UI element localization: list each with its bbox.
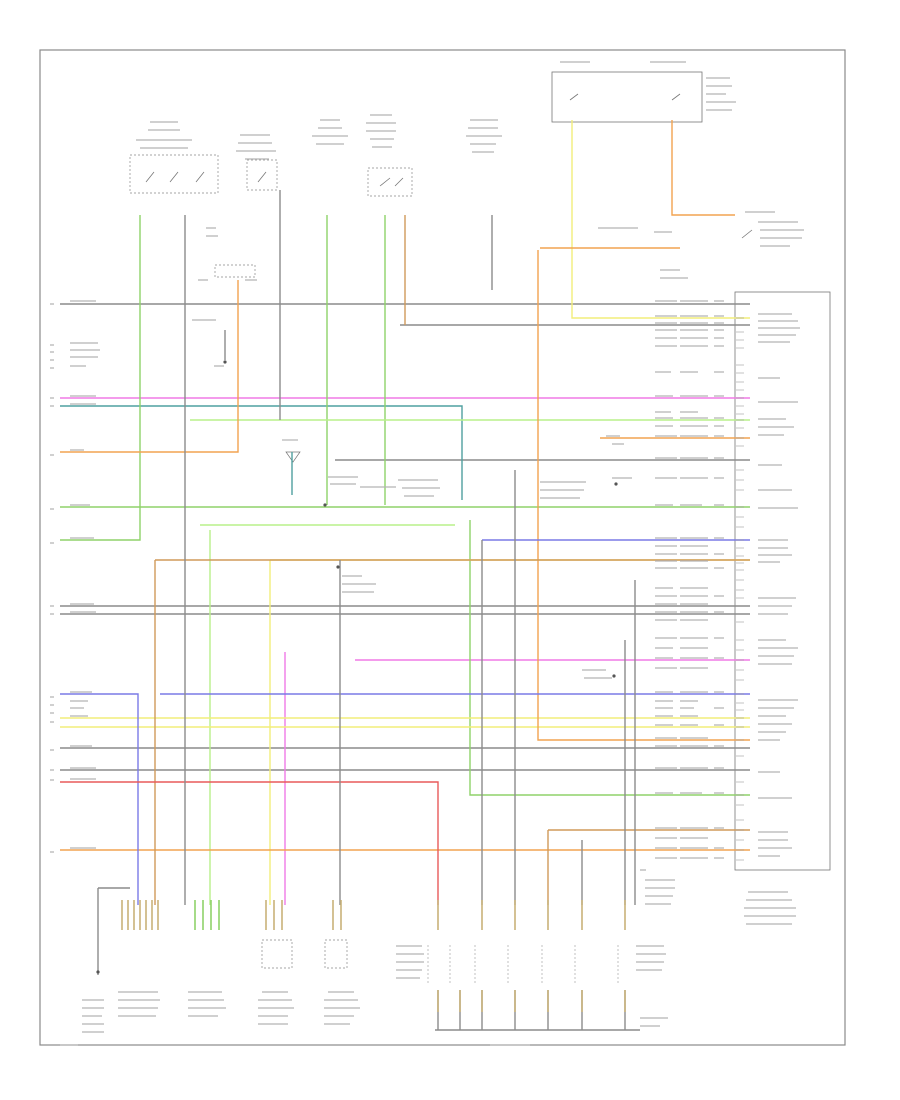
diagram-frame xyxy=(39,49,846,1046)
pcm-pin-ticks xyxy=(736,303,744,861)
wire-red-1 xyxy=(60,781,439,905)
sensor-box-bottom-1 xyxy=(261,939,293,969)
wire-yellow-1 xyxy=(571,120,750,319)
pcm-connector-box xyxy=(734,291,831,871)
top-components xyxy=(129,71,831,871)
fuse-panel-box xyxy=(551,71,703,123)
switch-box-1 xyxy=(129,154,219,194)
wire-teal-1 xyxy=(60,405,463,500)
sensor-box-3 xyxy=(367,167,413,197)
wire-orange-3 xyxy=(60,280,239,453)
wire-tan-4 xyxy=(547,829,750,905)
wire-orange-1 xyxy=(671,120,735,216)
splice-box-1 xyxy=(214,264,256,278)
faint-label-marks xyxy=(50,61,804,1046)
sensor-box-bottom-2 xyxy=(324,939,348,969)
wire-green-5 xyxy=(469,520,750,796)
splice-dots xyxy=(96,360,618,974)
wire-orange-2 xyxy=(537,250,750,741)
switch-box-2 xyxy=(246,159,278,191)
wire-ground-drops xyxy=(437,990,626,1030)
wires xyxy=(60,120,750,1031)
bottom-connectors xyxy=(121,900,626,1012)
wire-green-1 xyxy=(60,215,141,541)
wire-blue-3 xyxy=(60,693,139,905)
